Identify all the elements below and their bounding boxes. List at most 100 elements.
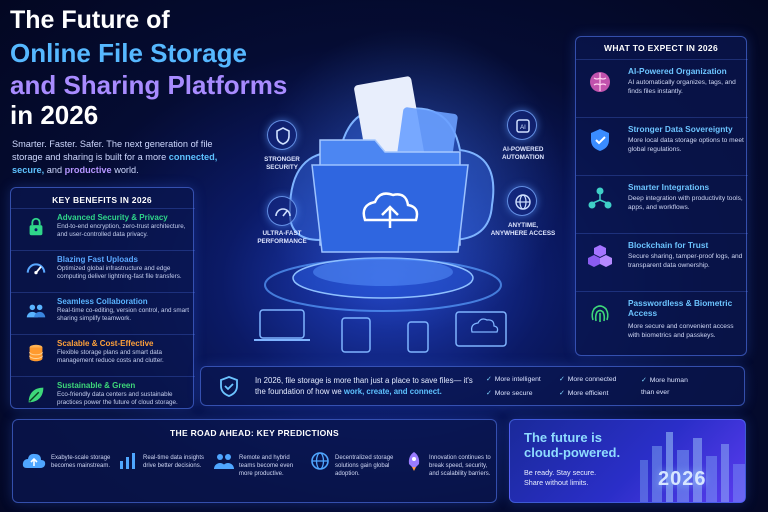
expect-title: Passwordless & Biometric Access	[628, 298, 733, 318]
expect-item: Smarter Integrations Deep integration wi…	[576, 175, 748, 232]
bar-chart-icon	[120, 453, 135, 469]
check-label: More connected	[567, 376, 617, 383]
city-skyline-graphic	[640, 432, 745, 502]
check-label: More intelligent	[494, 376, 541, 383]
ai-chip-icon: AI	[507, 110, 537, 140]
shield-check-icon	[591, 129, 609, 151]
subtitle-connected: connected,	[168, 152, 218, 162]
expect-title: Smarter Integrations	[628, 182, 710, 192]
check-item: ✓More intelligent	[486, 376, 541, 383]
benefit-item: Seamless Collaboration Real-time co-edit…	[11, 292, 195, 334]
globe-icon	[507, 186, 537, 216]
expect-title: Stronger Data Sovereignty	[628, 124, 733, 134]
subtitle-main: Smarter. Faster. Safer. The next generat…	[12, 139, 213, 162]
database-icon	[29, 344, 43, 362]
subtitle-and: and	[46, 165, 63, 175]
check-item: ✓More efficient	[559, 390, 609, 397]
title-line-3: and Sharing Platforms	[10, 70, 288, 100]
foundation-banner: In 2026, file storage is more than just …	[200, 366, 745, 406]
expect-item: Blockchain for Trust Secure sharing, tam…	[576, 233, 748, 290]
benefit-desc: End-to-end encryption, zero-trust archit…	[57, 223, 186, 238]
cloud-upload-icon	[22, 453, 46, 468]
benefit-desc: Real-time co-editing, version control, a…	[57, 307, 189, 322]
future-title-line-1: The future is	[524, 430, 603, 445]
label-anytime-access: ANYTIME, ANYWHERE ACCESS	[490, 222, 556, 237]
expect-desc: AI automatically organizes, tags, and fi…	[628, 79, 736, 95]
prediction-item: Decentralized storage solutions gain glo…	[309, 450, 401, 495]
lock-icon	[29, 217, 43, 236]
blocks-icon	[588, 245, 612, 267]
road-ahead-panel: THE ROAD AHEAD: KEY PREDICTIONS Exabyte-…	[12, 419, 497, 503]
leaf-icon	[28, 387, 44, 403]
check-item: ✓More human than ever	[641, 377, 688, 396]
banner-text-main: In 2026, file storage is more than just …	[255, 376, 473, 396]
benefit-desc: Flexible storage plans and smart data ma…	[57, 349, 164, 364]
prediction-text: Decentralized storage solutions gain glo…	[335, 455, 394, 477]
title-line-2: Online File Storage	[10, 38, 247, 68]
future-title-line-2: cloud-powered.	[524, 445, 621, 460]
shield-icon	[267, 120, 297, 150]
benefit-title: Sustainable & Green	[57, 381, 136, 390]
future-card: The future is cloud-powered. Be ready. S…	[509, 419, 746, 503]
expect-item: AI-Powered Organization AI automatically…	[576, 59, 748, 116]
expect-item: Stronger Data Sovereignty More local dat…	[576, 117, 748, 174]
prediction-text: Remote and hybrid teams become even more…	[239, 455, 294, 477]
expect-title: AI-Powered Organization	[628, 66, 727, 76]
future-title: The future is cloud-powered.	[524, 430, 620, 460]
title-line-1: The Future of	[10, 6, 170, 34]
benefit-title: Blazing Fast Uploads	[57, 255, 138, 264]
speedometer-icon	[26, 263, 46, 275]
benefit-item: Scalable & Cost-Effective Flexible stora…	[11, 334, 195, 376]
gauge-icon	[267, 196, 297, 226]
check-label: More secure	[494, 390, 533, 397]
label-ai-automation: AI-POWERED AUTOMATION	[501, 146, 545, 161]
expect-title: Blockchain for Trust	[628, 240, 709, 250]
check-item: ✓More secure	[486, 390, 533, 397]
fingerprint-icon	[591, 305, 609, 322]
future-sub-line-2: Share without limits.	[524, 478, 589, 487]
benefit-desc: Eco-friendly data centers and sustainabl…	[57, 391, 178, 406]
prediction-item: Exabyte-scale storage becomes mainstream…	[21, 450, 113, 495]
cloud-folder-illustration	[254, 76, 507, 353]
expect-desc: Deep integration with productivity tools…	[628, 195, 743, 211]
label-ultra-fast: ULTRA-FAST PERFORMANCE	[257, 230, 307, 245]
label-stronger-security: STRONGER SECURITY	[264, 156, 300, 171]
subtitle-end: world.	[114, 165, 139, 175]
title-line-4: in 2026	[10, 100, 99, 130]
future-sub-line-1: Be ready. Stay secure.	[524, 468, 597, 477]
subtitle-secure: secure,	[12, 165, 45, 175]
key-benefits-heading: KEY BENEFITS IN 2026	[52, 195, 152, 205]
expect-item: Passwordless & Biometric Access More sec…	[576, 291, 748, 357]
benefit-desc: Optimized global infrastructure and edge…	[57, 265, 182, 280]
benefit-item: Blazing Fast Uploads Optimized global in…	[11, 250, 195, 292]
prediction-item: Remote and hybrid teams become even more…	[213, 450, 305, 495]
expect-desc: Secure sharing, tamper-proof logs, and t…	[628, 253, 743, 269]
check-label: More efficient	[567, 390, 609, 397]
people-icon	[214, 454, 234, 469]
expect-desc: More secure and convenient access with b…	[628, 323, 734, 339]
brain-icon	[590, 72, 610, 92]
benefit-title: Scalable & Cost-Effective	[57, 339, 154, 348]
banner-text: In 2026, file storage is more than just …	[255, 375, 485, 397]
prediction-item: Real-time data insights drive better dec…	[117, 450, 209, 495]
shield-check-icon	[220, 376, 238, 397]
benefit-item: Sustainable & Green Eco-friendly data ce…	[11, 376, 195, 410]
prediction-text: Real-time data insights drive better dec…	[143, 455, 205, 469]
rocket-icon	[408, 452, 420, 471]
year-label: 2026	[658, 468, 707, 490]
key-benefits-panel: KEY BENEFITS IN 2026 Advanced Security &…	[10, 187, 195, 410]
check-item: ✓More connected	[559, 376, 617, 383]
check-label: More human than ever	[641, 377, 688, 396]
network-icon	[588, 187, 612, 209]
benefit-item: Advanced Security & Privacy End-to-end e…	[11, 208, 195, 250]
benefit-title: Advanced Security & Privacy	[57, 213, 168, 222]
what-to-expect-heading: WHAT TO EXPECT IN 2026	[604, 43, 718, 53]
future-subtitle: Be ready. Stay secure. Share without lim…	[524, 468, 596, 488]
prediction-text: Innovation continues to break speed, sec…	[429, 455, 491, 477]
road-ahead-heading: THE ROAD AHEAD: KEY PREDICTIONS	[170, 428, 339, 438]
benefit-title: Seamless Collaboration	[57, 297, 148, 306]
prediction-text: Exabyte-scale storage becomes mainstream…	[51, 455, 111, 469]
team-icon	[26, 304, 46, 318]
ai-chip-text: AI	[520, 125, 526, 131]
subtitle-productive: productive	[64, 165, 112, 175]
